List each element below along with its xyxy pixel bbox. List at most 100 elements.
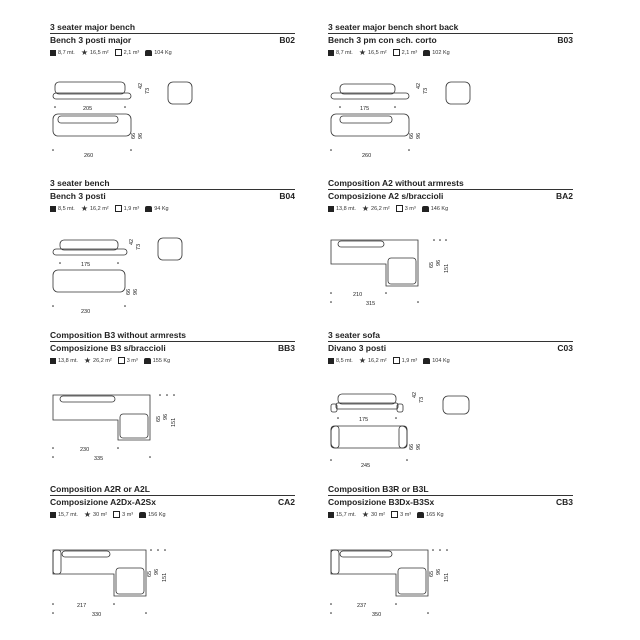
product-code: B02	[279, 35, 295, 45]
spec-volume: 2,1 m³	[401, 49, 418, 56]
product-bb3: Composition B3 without armrests Composiz…	[50, 330, 295, 485]
fabric-icon	[328, 49, 334, 56]
dim-w2: 335	[94, 456, 103, 462]
weight-icon	[421, 205, 429, 212]
spec-fabric: 15,7 mt.	[336, 511, 356, 518]
dim-w2: 330	[92, 612, 101, 618]
divider	[50, 341, 295, 342]
dim-d1: 65	[156, 416, 162, 422]
spec-weight: 155 Kg	[152, 357, 171, 364]
product-b04: 3 seater bench Bench 3 posti B04 8,5 mt.…	[50, 178, 295, 333]
product-ba2: Composition A2 without armrests Composiz…	[328, 178, 573, 333]
dim-d2: 96	[416, 133, 422, 139]
product-title-it: Composizione A2 s/braccioli	[328, 191, 444, 201]
dim-base-width: 245	[361, 463, 370, 469]
cube-icon	[395, 205, 403, 212]
composition-drawing: 237 350 65 96 151	[330, 549, 450, 618]
dim-d2: 96	[133, 289, 139, 295]
product-code: B03	[557, 35, 573, 45]
cube-icon	[114, 49, 122, 56]
cube-icon	[113, 511, 121, 518]
product-title-en: 3 seater major bench short back	[328, 22, 459, 32]
spec-fabric: 8,5 mt.	[58, 205, 75, 212]
spec-volume: 1,9 m³	[123, 205, 140, 212]
spec-surface: 16,5 m²	[89, 49, 109, 56]
product-ca2: Composition A2R or A2L Composizione A2Dx…	[50, 484, 295, 639]
dim-w2: 350	[372, 612, 381, 618]
cube-icon	[392, 49, 400, 56]
product-code: C03	[557, 343, 573, 353]
dim-h1: 42	[138, 83, 144, 89]
spec-fabric: 8,5 mt.	[336, 357, 353, 364]
spec-volume: 3 m³	[400, 511, 412, 518]
product-title-it: Divano 3 posti	[328, 343, 387, 353]
fabric-icon	[328, 205, 334, 212]
spec-row: 8,7 mt. ★16,5 m² 2,1 m³ 104 Kg	[50, 48, 175, 56]
spec-row: 8,7 mt. ★16,5 m² 2,1 m³ 102 Kg	[328, 47, 453, 57]
spec-volume: 3 m³	[126, 357, 138, 364]
divider	[50, 495, 295, 496]
star-icon: ★	[361, 203, 370, 213]
product-title-it: Bench 3 pm con sch. corto	[328, 35, 437, 45]
divider	[328, 341, 573, 342]
cube-icon	[392, 357, 400, 364]
spec-fabric: 13,8 mt.	[336, 205, 356, 212]
dim-w1: 217	[77, 603, 86, 609]
spec-row: 13,8 mt. ★26,2 m² 3 m³ 146 Kg	[328, 203, 451, 213]
weight-icon	[423, 49, 431, 56]
weight-icon	[423, 357, 431, 364]
bench-drawing: 175 230 42 73 66 96	[52, 237, 183, 315]
spec-volume: 1,9 m³	[401, 357, 418, 364]
product-c03: 3 seater sofa Divano 3 posti C03 8,5 mt.…	[328, 330, 573, 485]
star-icon: ★	[83, 355, 92, 365]
dim-d2: 96	[154, 569, 160, 575]
product-title-it: Composizione A2Dx-A2Sx	[50, 497, 156, 507]
dim-d3: 151	[444, 264, 450, 273]
dim-d1: 65	[429, 262, 435, 268]
spec-fabric: 15,7 mt.	[58, 511, 78, 518]
dim-d1: 66	[409, 444, 415, 450]
weight-icon	[145, 49, 153, 56]
bench-drawing: 175 260 42 73 66 96	[330, 81, 471, 159]
divider	[328, 189, 573, 190]
dim-h1: 42	[129, 239, 135, 245]
product-title-it: Composizione B3 s/braccioli	[50, 343, 166, 353]
weight-icon	[143, 357, 151, 364]
product-b02: 3 seater major bench Bench 3 posti major…	[50, 22, 295, 177]
spec-weight: 156 Kg	[148, 511, 166, 518]
dim-d1: 65	[147, 571, 153, 577]
dim-d1: 65	[429, 571, 435, 577]
product-title-it: Bench 3 posti major	[50, 35, 132, 45]
spec-surface: 30 m²	[371, 511, 386, 518]
dim-w1: 230	[80, 447, 89, 453]
dim-back-width: 175	[360, 106, 369, 112]
dim-h1: 42	[416, 83, 422, 89]
divider	[50, 33, 295, 34]
composition-drawing: 230 335 65 96 151	[52, 394, 177, 462]
fabric-icon	[328, 511, 334, 518]
weight-icon	[139, 511, 147, 518]
product-title-en: 3 seater major bench	[50, 22, 136, 32]
star-icon: ★	[358, 47, 366, 57]
dim-h1: 42	[412, 392, 418, 398]
star-icon: ★	[83, 509, 92, 519]
product-code: CB3	[555, 497, 573, 507]
product-code: CA2	[277, 497, 295, 507]
dim-d2: 96	[138, 133, 144, 139]
spec-volume: 2,1 m³	[123, 49, 140, 56]
product-title-en: 3 seater bench	[50, 178, 110, 188]
fabric-icon	[50, 511, 56, 518]
spec-weight: 94 Kg	[154, 205, 169, 212]
dim-d3: 151	[162, 573, 168, 582]
spec-row: 8,5 mt. ★16,2 m² 1,9 m³ 104 Kg	[328, 356, 453, 364]
star-icon: ★	[80, 203, 88, 213]
dim-w1: 237	[357, 603, 366, 609]
spec-surface: 26,2 m²	[371, 205, 390, 212]
star-icon: ★	[361, 509, 370, 519]
product-code: B04	[279, 191, 295, 201]
product-title-en: Composition B3R or B3L	[328, 484, 429, 494]
dim-h2: 73	[423, 88, 429, 94]
dim-w2: 315	[366, 301, 375, 307]
dim-base-width: 260	[362, 153, 371, 159]
divider	[328, 33, 573, 34]
